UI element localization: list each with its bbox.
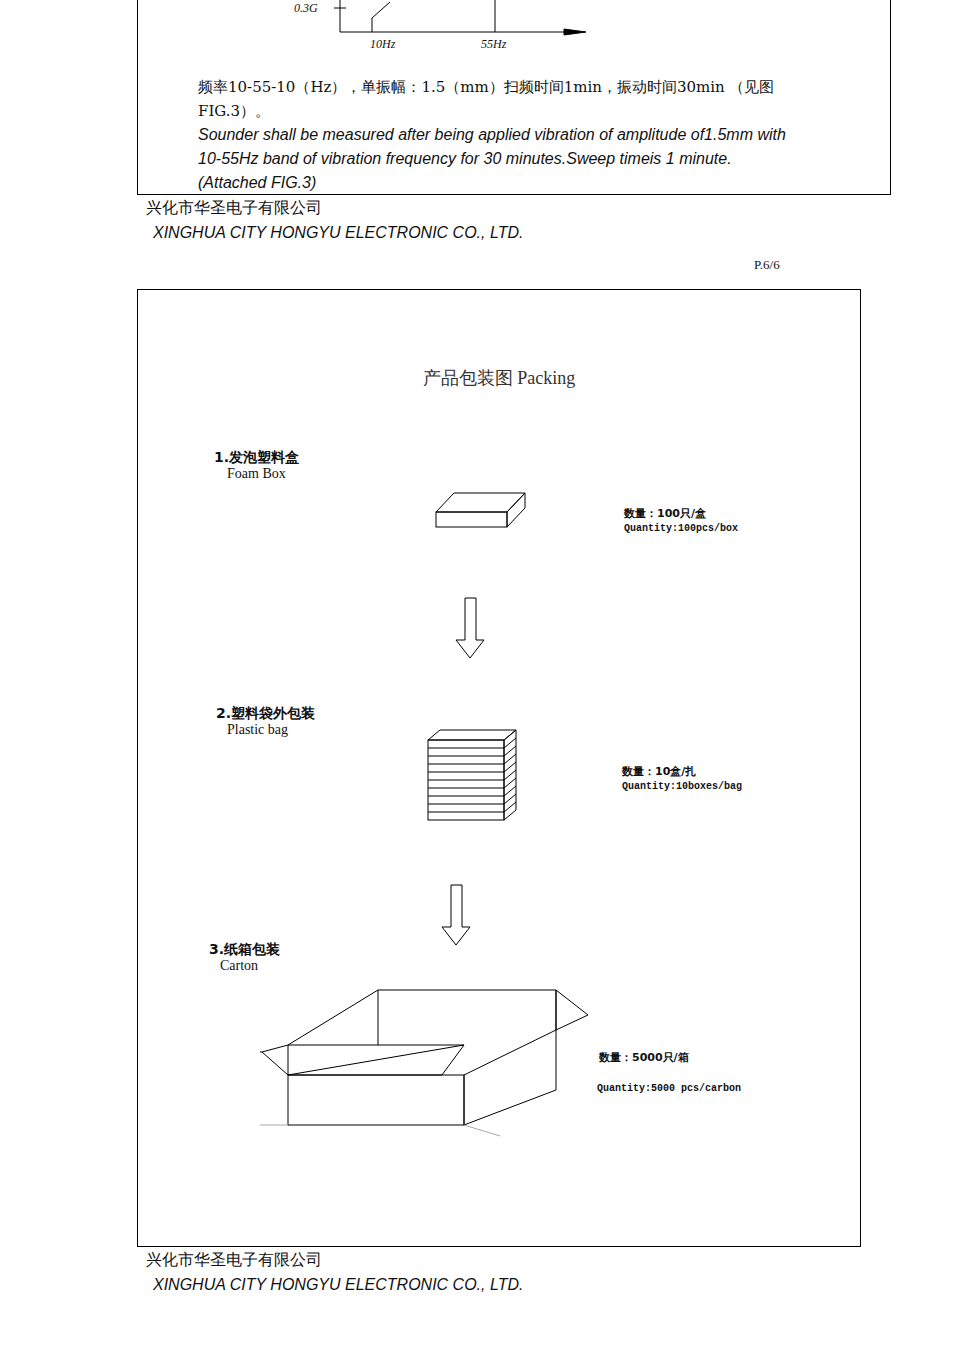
vibration-graph: [334, 0, 586, 35]
quantity: Quantity:5000 pcs/carbon: [597, 1083, 741, 1095]
page-number: P.6/6: [754, 257, 780, 273]
step-label: 2.塑料袋外包装: [216, 705, 315, 722]
axis-label: 55Hz: [481, 37, 506, 51]
step-label: Plastic bag: [227, 722, 288, 739]
step-label: 3.纸箱包装: [209, 941, 280, 958]
packing-frame: 产品包装图 Packing: [137, 289, 861, 1247]
foam-box: [436, 493, 525, 527]
quantity: 数量：100只/盒: [624, 507, 706, 520]
box-stack: [428, 730, 516, 820]
chinese-paragraph: 频率10-55-10（Hz），单振幅：1.5（mm）扫频时间1min，振动时间3…: [198, 75, 798, 123]
packing-title: 产品包装图 Packing: [138, 366, 860, 390]
company-name: 兴化市华圣电子有限公司: [146, 198, 322, 217]
company-name: XINGHUA CITY HONGYU ELECTRONIC CO., LTD.: [153, 1275, 523, 1294]
carton: [260, 990, 588, 1136]
quantity: Quantity:100pcs/box: [624, 523, 738, 535]
quantity: 数量：5000只/箱: [599, 1051, 689, 1064]
quantity: Quantity:10boxes/bag: [622, 781, 742, 793]
axis-label: 0.3G: [294, 1, 318, 15]
quantity: 数量：10盒/扎: [622, 765, 696, 778]
axis-label: 10Hz: [370, 37, 395, 51]
company-name: 兴化市华圣电子有限公司: [146, 1250, 322, 1269]
step-label: Foam Box: [227, 466, 286, 483]
step-label: Carton: [220, 958, 258, 975]
down-arrow: [456, 598, 484, 658]
down-arrow: [442, 885, 470, 945]
company-name: XINGHUA CITY HONGYU ELECTRONIC CO., LTD.: [153, 223, 523, 242]
step-label: 1.发泡塑料盒: [214, 449, 299, 466]
spec-box: 频率10-55-10（Hz），单振幅：1.5（mm）扫频时间1min，振动时间3…: [137, 0, 891, 195]
english-paragraph: Sounder shall be measured after being ap…: [198, 123, 788, 195]
